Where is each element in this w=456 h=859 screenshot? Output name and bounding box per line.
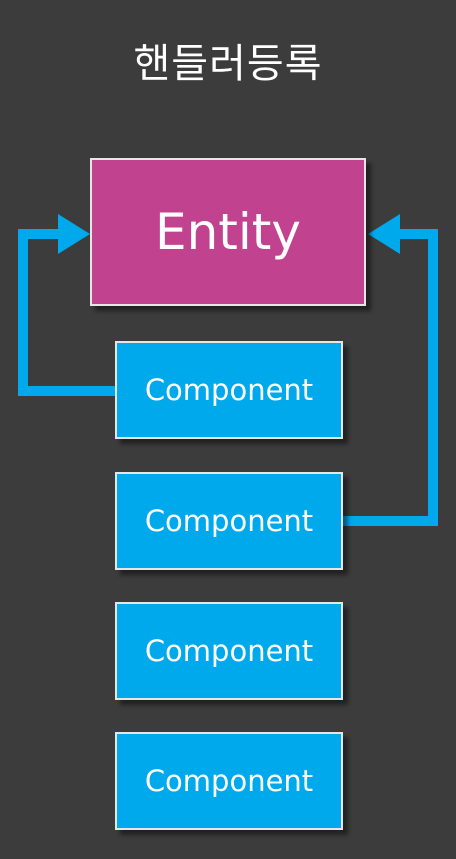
component-box-2: Component (115, 472, 343, 570)
component-box-3: Component (115, 602, 343, 700)
right-arrowhead-icon (368, 214, 400, 254)
component-box-4: Component (115, 732, 343, 830)
diagram-title: 핸들러등록 (133, 41, 323, 87)
component-box-1: Component (115, 341, 343, 439)
entity-box: Entity (90, 158, 366, 306)
left-arrowhead-icon (58, 214, 90, 254)
